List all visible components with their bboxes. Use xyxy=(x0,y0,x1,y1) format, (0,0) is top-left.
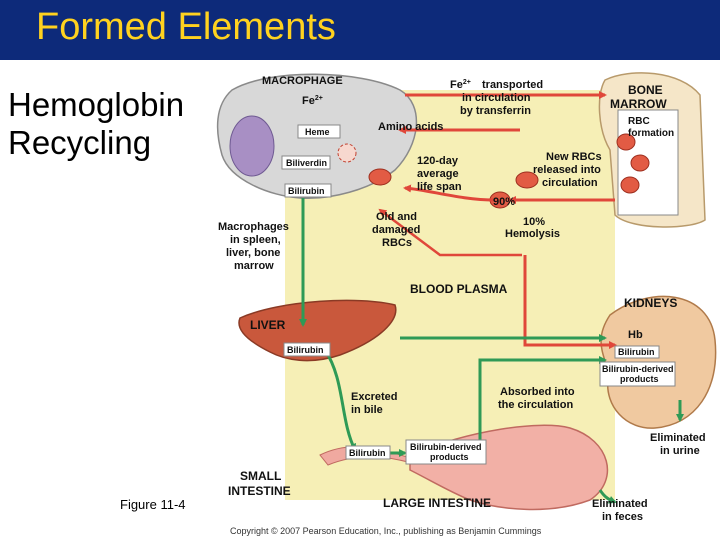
old-rbc-label-3: RBCs xyxy=(382,237,412,249)
bilirubin-liver-label: Bilirubin xyxy=(287,345,324,355)
excreted-label-1: Excreted xyxy=(351,391,397,403)
transported-label-3: by transferrin xyxy=(460,105,531,117)
macrophages-label-2: in spleen, xyxy=(230,234,281,246)
bilirubin-macro-label: Bilirubin xyxy=(288,186,325,196)
new-rbc-label-1: New RBCs xyxy=(546,151,602,163)
eliminated-feces-label-1: Eliminated xyxy=(592,498,648,510)
old-rbc-to-macrophage-arrow xyxy=(378,208,522,257)
bilirubin-derived-kidney-label-2: products xyxy=(620,374,659,384)
new-rbc-label-2: released into xyxy=(533,164,601,176)
lifespan-label-3: life span xyxy=(417,181,462,193)
transported-label-1: transported xyxy=(482,79,543,91)
copyright-notice: Copyright © 2007 Pearson Education, Inc.… xyxy=(230,526,542,536)
new-rbc-label-3: circulation xyxy=(542,177,598,189)
biliverdin-box xyxy=(281,155,331,170)
old-rbc-label-2: damaged xyxy=(372,224,420,236)
hemolysis-arrow xyxy=(523,255,617,349)
transported-label-2: in circulation xyxy=(462,92,531,104)
bilirubin-macro-box xyxy=(284,183,332,198)
eliminated-feces-label-2: in feces xyxy=(602,511,643,523)
macrophages-label-1: Macrophages xyxy=(218,221,289,233)
bilirubin-derived-kidney-box xyxy=(599,361,676,387)
old-rbc-label-1: Old and xyxy=(376,211,417,223)
bilirubin-intestine-box xyxy=(345,445,391,460)
subtitle-line-2: Recycling xyxy=(8,124,152,161)
heme-box xyxy=(297,124,341,139)
small-intestine-label-1: SMALL xyxy=(240,469,281,483)
macrophage-nucleus xyxy=(229,115,275,177)
blood-plasma-label: BLOOD PLASMA xyxy=(410,282,508,296)
hemoglobin-recycling-diagram: MACROPHAGE Fe2+ Heme Biliverdin Bilirubi… xyxy=(216,72,717,523)
rbc-label: RBC xyxy=(628,116,650,127)
lifespan-label-2: average xyxy=(417,168,459,180)
bilirubin-derived-int-label-1: Bilirubin-derived xyxy=(410,442,482,452)
formation-label: formation xyxy=(628,128,674,139)
marrow-label: MARROW xyxy=(610,97,667,111)
title-bar: Formed Elements xyxy=(0,0,720,60)
large-intestine-label: LARGE INTESTINE xyxy=(383,496,491,510)
bilirubin-derived-int-box xyxy=(405,439,487,465)
absorbed-label-1: Absorbed into xyxy=(500,386,575,398)
bone-label: BONE xyxy=(628,83,663,97)
slide-title: Formed Elements xyxy=(36,6,336,48)
liver-label: LIVER xyxy=(250,318,286,332)
macrophages-label-3: liver, bone xyxy=(226,247,280,259)
fe-transport-label: Fe2+ xyxy=(450,79,471,91)
slide-subtitle: Hemoglobin Recycling xyxy=(8,86,184,162)
heme-label: Heme xyxy=(305,127,330,137)
rbc-icon xyxy=(616,133,636,151)
percent-10-label: 10% xyxy=(523,216,545,228)
small-intestine-label-2: INTESTINE xyxy=(228,484,291,498)
bilirubin-derived-kidney-label-1: Bilirubin-derived xyxy=(602,364,674,374)
kidneys-label: KIDNEYS xyxy=(624,296,677,310)
eliminated-urine-label-2: in urine xyxy=(660,445,700,457)
excreted-label-2: in bile xyxy=(351,404,383,416)
old-rbc-arrow xyxy=(403,184,496,202)
bilirubin-intestine-label: Bilirubin xyxy=(349,448,386,458)
lifespan-label-1: 120-day xyxy=(417,155,459,167)
excreted-in-bile-arrow xyxy=(323,349,357,452)
macrophages-label-4: marrow xyxy=(234,260,274,272)
rbc-icon xyxy=(515,171,539,189)
damaged-rbc-icon xyxy=(337,143,357,163)
macrophage-label: MACROPHAGE xyxy=(262,75,343,87)
hb-label: Hb xyxy=(628,329,643,341)
eliminated-urine-label-1: Eliminated xyxy=(650,432,706,444)
subtitle-line-1: Hemoglobin xyxy=(8,86,185,123)
eliminated-feces-arrow xyxy=(598,489,617,504)
amino-acids-label: Amino acids xyxy=(378,121,443,133)
absorbed-arrow xyxy=(478,356,607,440)
figure-reference: Figure 11-4 xyxy=(120,497,186,512)
rbc-icon xyxy=(630,154,650,172)
biliverdin-label: Biliverdin xyxy=(286,158,327,168)
bilirubin-kidney-box xyxy=(614,345,660,359)
bilirubin-kidney-label: Bilirubin xyxy=(618,347,655,357)
bilirubin-liver-box xyxy=(283,342,331,357)
bilirubin-derived-int-label-2: products xyxy=(430,452,469,462)
rbc-icon xyxy=(620,176,640,194)
liver-shape xyxy=(238,299,397,362)
rbc-icon xyxy=(368,168,392,186)
percent-90-label: 90% xyxy=(493,196,515,208)
fe-macrophage-label: Fe2+ xyxy=(302,95,323,107)
absorbed-label-2: the circulation xyxy=(498,399,573,411)
hemolysis-label: Hemolysis xyxy=(505,228,560,240)
